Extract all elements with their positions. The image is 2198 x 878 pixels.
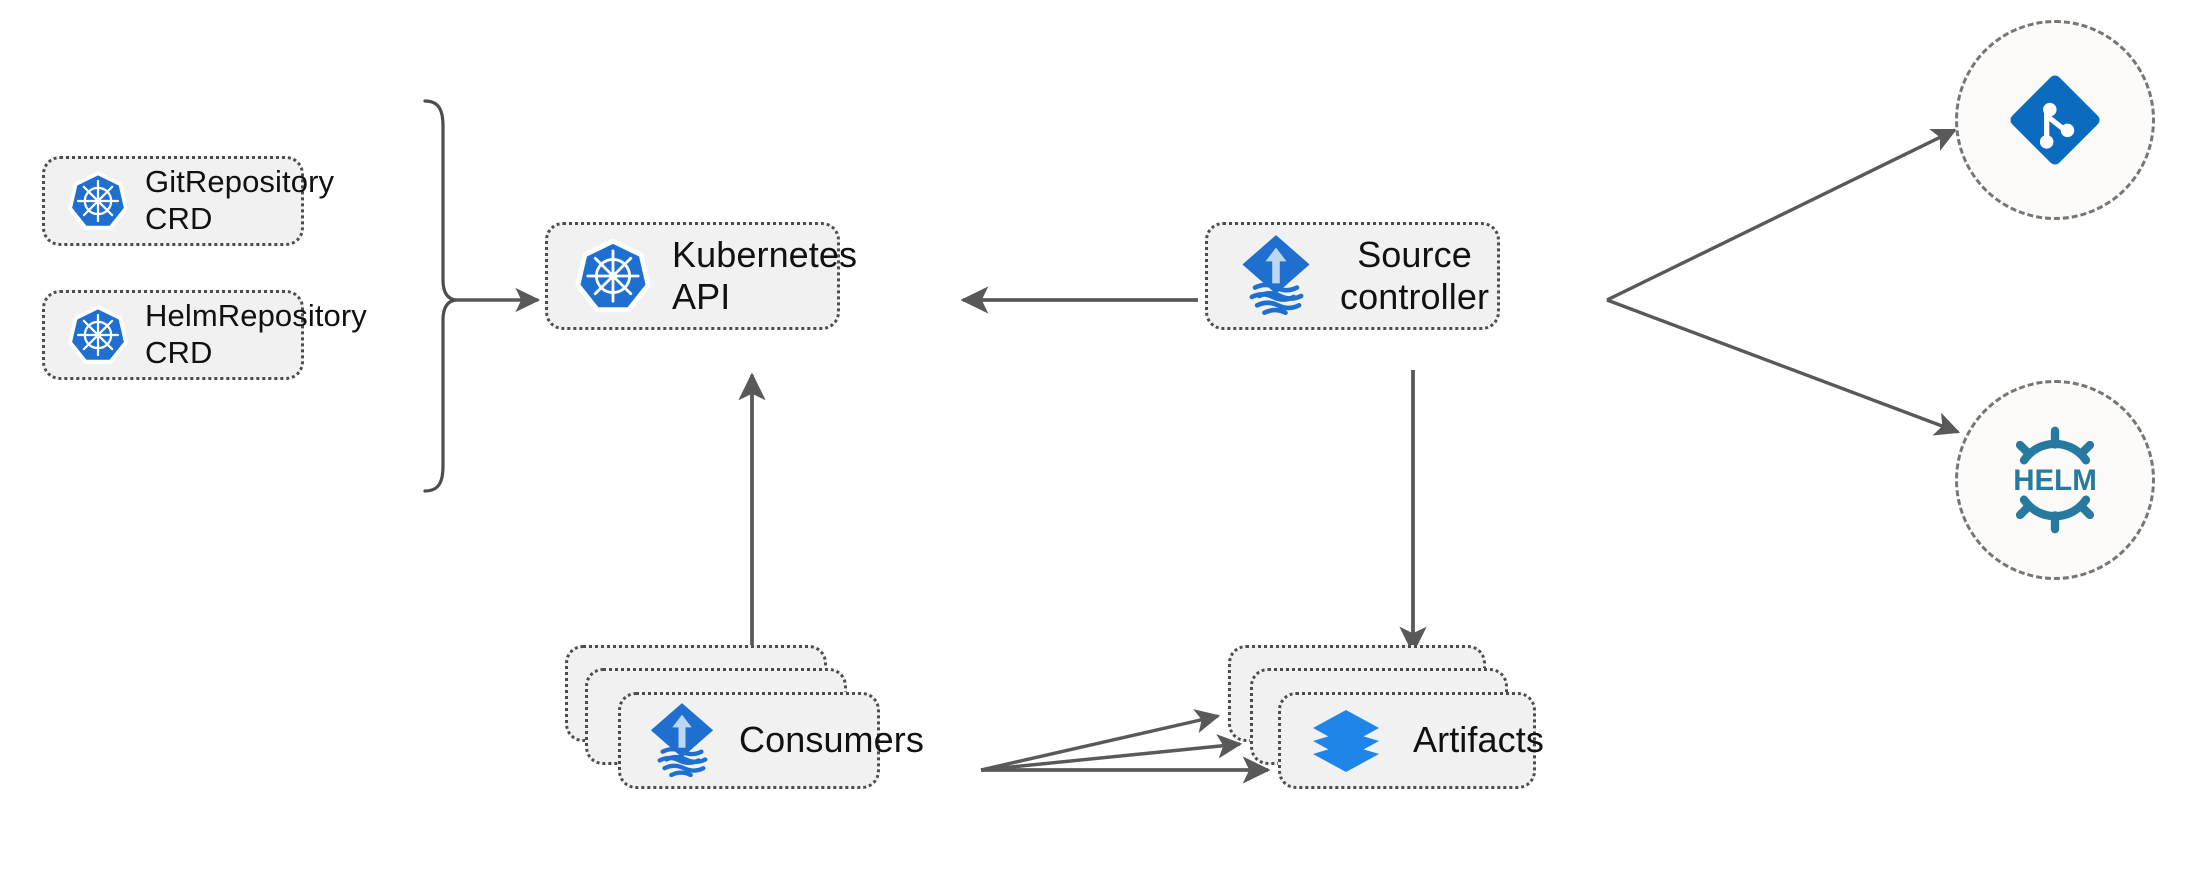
edge-consumers-to-artifacts-1 — [980, 709, 1221, 772]
node-label: Artifacts — [1413, 719, 1544, 761]
node-label: Source controller — [1340, 233, 1490, 317]
edge-consumers-to-artifacts-2 — [980, 734, 1243, 772]
node-artifacts[interactable]: Artifacts — [1278, 692, 1544, 789]
node-label: Consumers — [739, 719, 924, 761]
node-source-controller[interactable]: Source controller — [1205, 222, 1500, 330]
node-label: Kubernetes API — [672, 233, 858, 317]
node-label: HelmRepository CRD — [145, 298, 367, 370]
helm-icon: HELM — [1996, 421, 2114, 539]
node-git-source[interactable] — [1955, 20, 2155, 220]
git-icon — [2003, 68, 2107, 172]
kubernetes-icon — [574, 237, 652, 315]
crd-group-bracket — [423, 99, 458, 493]
node-label: GitRepository CRD — [145, 164, 335, 236]
helm-wordmark: HELM — [2013, 464, 2097, 497]
edge-source-controller-to-git — [1606, 128, 1958, 302]
kubernetes-icon — [67, 304, 129, 366]
node-helm-repository-crd[interactable]: HelmRepository CRD — [42, 290, 367, 380]
node-kubernetes-api[interactable]: Kubernetes API — [545, 222, 857, 330]
layers-icon — [1309, 704, 1383, 778]
node-helm-source[interactable]: HELM — [1955, 380, 2155, 580]
kubernetes-icon — [67, 170, 129, 232]
flux-icon — [647, 701, 717, 781]
flux-icon — [1238, 233, 1314, 319]
node-consumers[interactable]: Consumers — [618, 692, 924, 789]
node-git-repository-crd[interactable]: GitRepository CRD — [42, 156, 334, 246]
edge-source-controller-to-helm — [1606, 298, 1961, 436]
